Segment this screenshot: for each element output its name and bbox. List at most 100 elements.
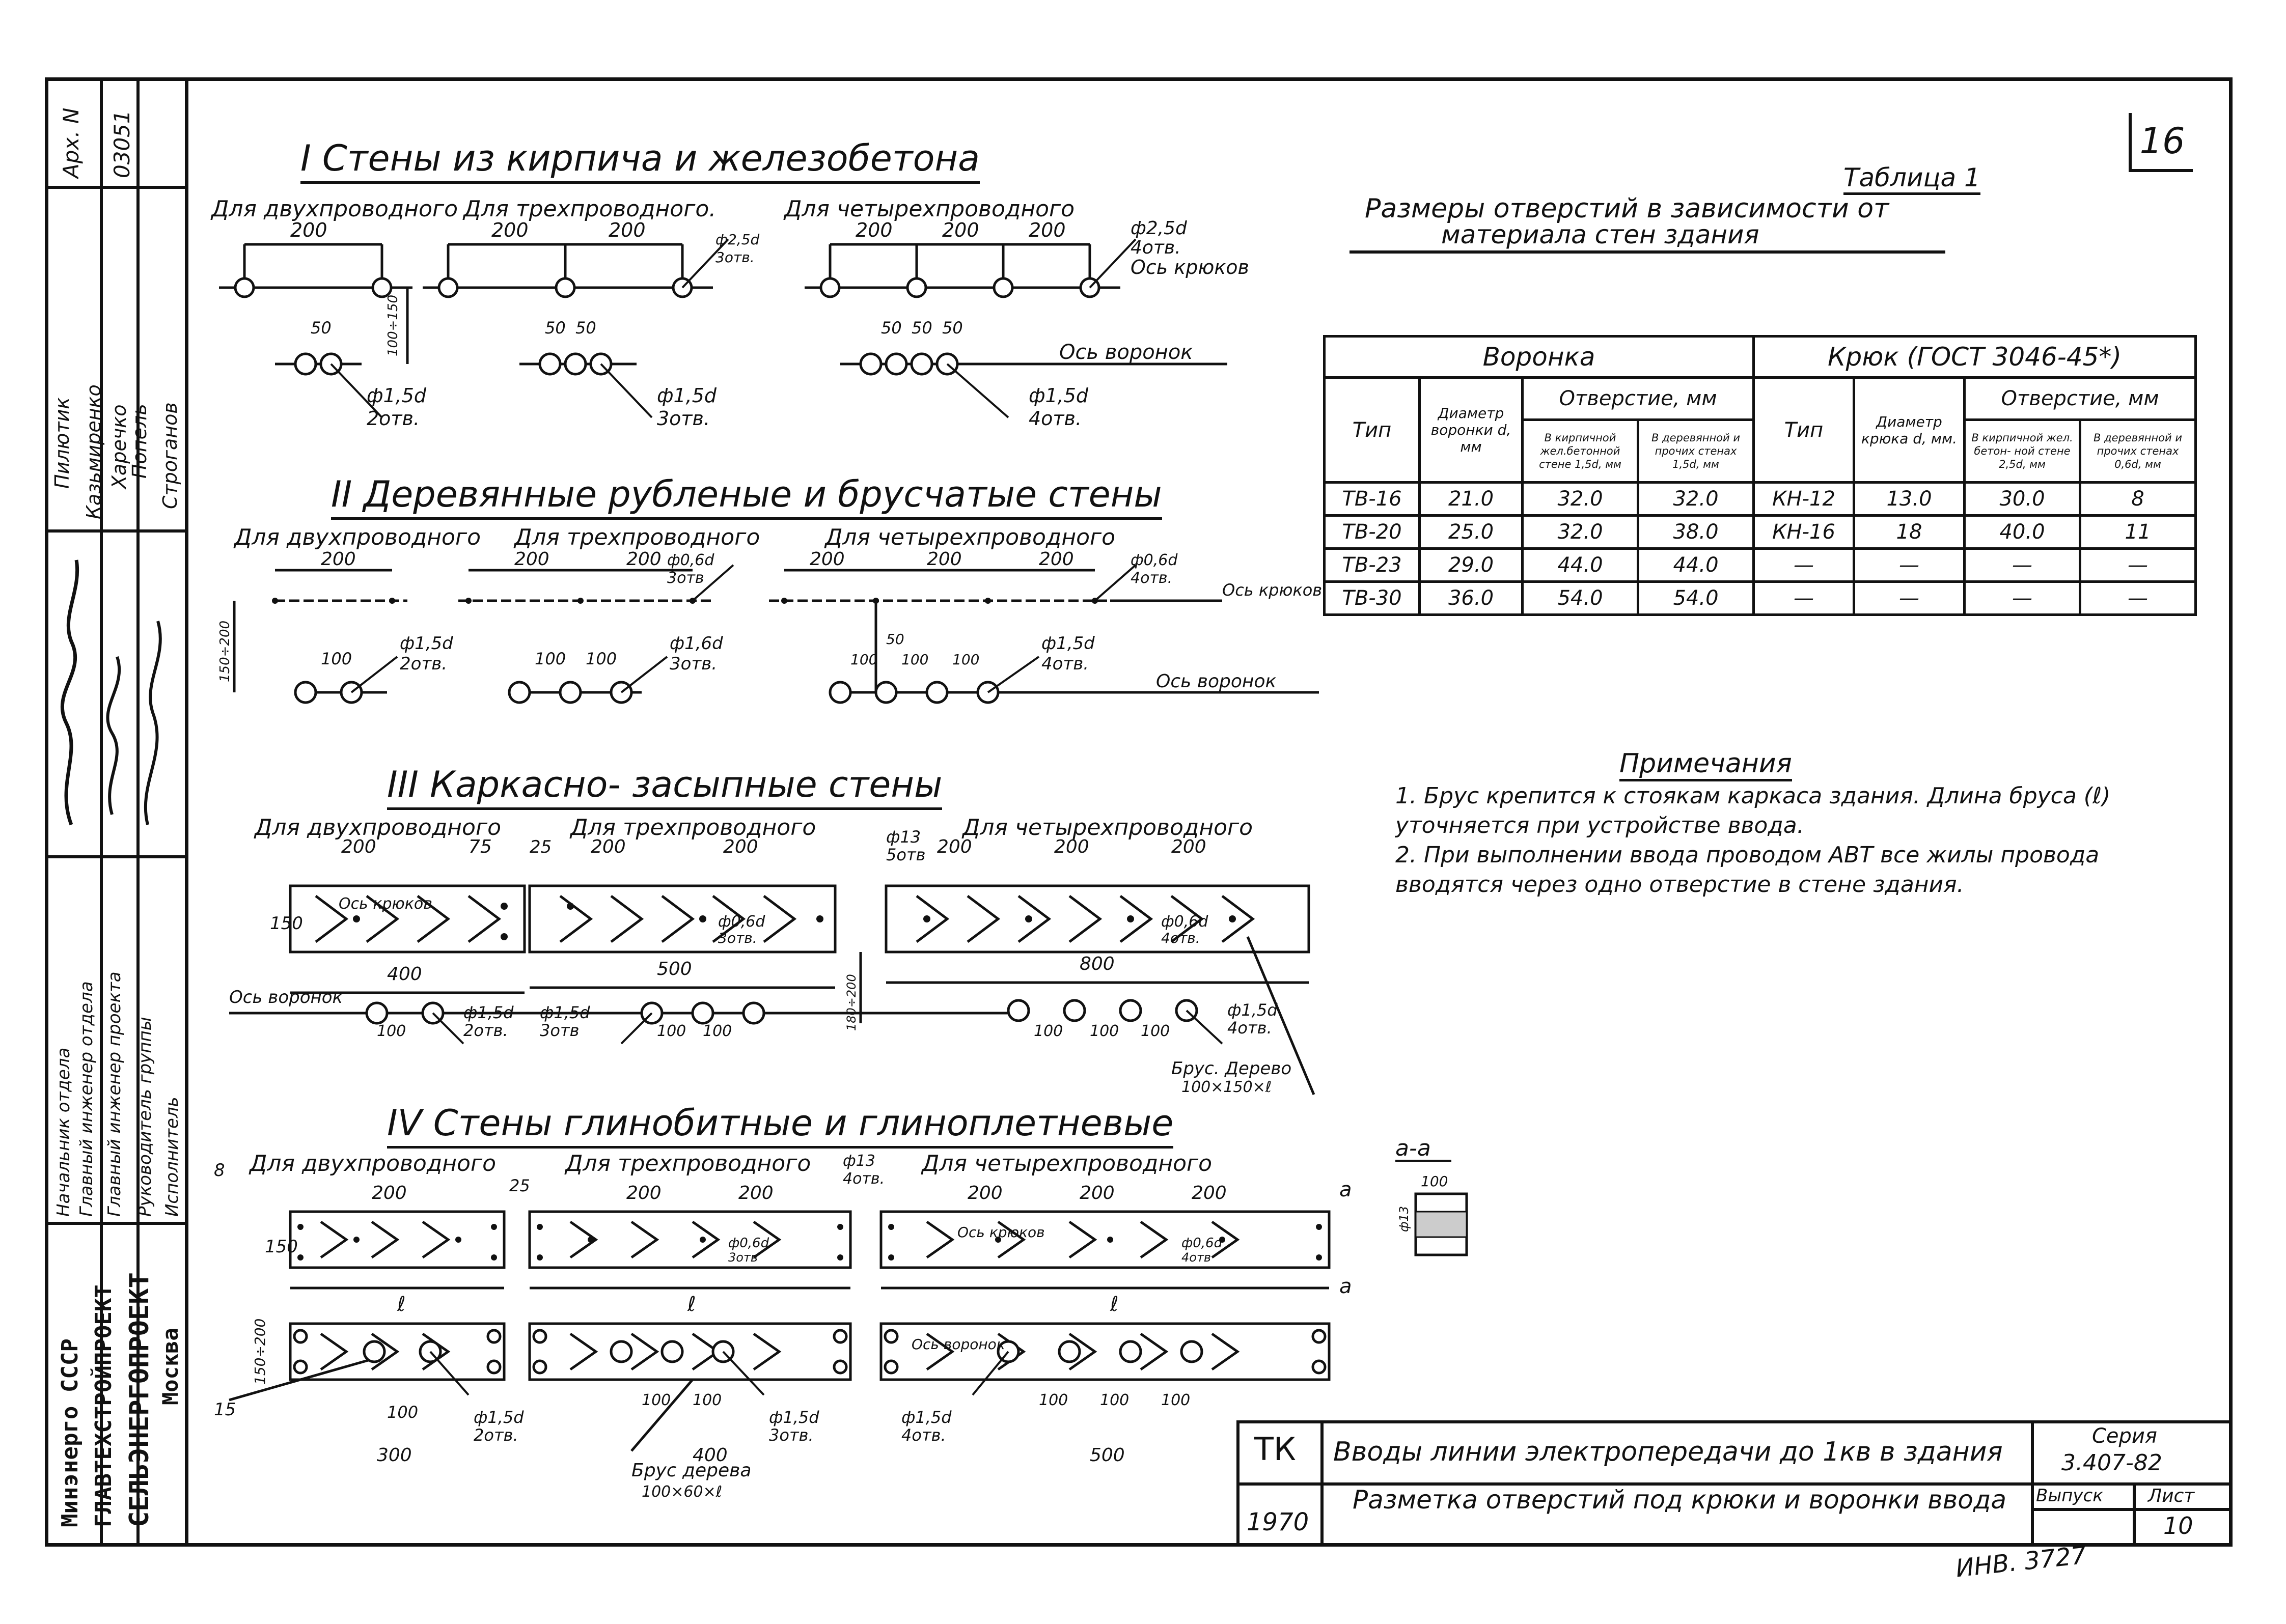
table-col-hook-type: Тип — [1752, 376, 1855, 484]
table-cell: 32.0 — [1637, 481, 1755, 517]
right-hole-label: ф0,6d — [1131, 551, 1178, 569]
dimensions-table: Воронка Крюк (ГОСТ 3046-45*) Тип Диаметр… — [1323, 335, 2197, 616]
dim-label: 200 — [968, 1183, 1003, 1203]
hole-label: ф1,5d — [463, 1003, 514, 1022]
table-cell: — — [1853, 547, 1966, 583]
table-title-1: Размеры отверстий в зависимости от — [1365, 193, 1889, 224]
note-item: 1. Брус крепится к стоякам каркаса здани… — [1395, 783, 2111, 838]
left-stamp-column — [45, 77, 188, 1547]
s2-two-wire-label: Для двухпроводного — [234, 524, 481, 550]
table-cell: 21.0 — [1418, 481, 1524, 517]
hole-count: 3отв — [540, 1021, 579, 1040]
mid-hole-count: 3отв — [728, 1250, 758, 1265]
dim-label: 200 — [1054, 836, 1089, 857]
beam-name: Брус дерева — [631, 1460, 751, 1481]
table-cell: 30.0 — [1963, 481, 2081, 517]
hole-count: 2отв. — [474, 1425, 518, 1445]
notes-body: 1. Брус крепится к стоякам каркаса здани… — [1395, 781, 2149, 900]
dim-label: 100 — [586, 649, 617, 668]
beam-length: 800 — [1080, 954, 1115, 974]
dim-label: 100÷150 — [385, 295, 401, 356]
section-4-title: IV Стены глинобитные и глиноплетневые — [387, 1102, 1174, 1149]
beam-length: 300 — [377, 1445, 412, 1466]
dim-label: 200 — [723, 836, 758, 857]
dim-label: 100 — [1039, 1391, 1068, 1409]
table-col-wood: В деревянной и прочих стенах 1,5d, мм — [1637, 418, 1755, 484]
table-cell: — — [2079, 547, 2197, 583]
title-block: ТК 1970 Вводы линии электропередачи до 1… — [1236, 1420, 2233, 1547]
hole-count: 2отв. — [367, 407, 420, 430]
table-col-hole: Отверстие, мм — [1521, 376, 1755, 421]
dim-label: 100 — [387, 1403, 418, 1422]
beam-length: 400 — [693, 1445, 728, 1466]
org-city: Москва — [158, 1328, 183, 1405]
table-cell: 11 — [2079, 514, 2197, 550]
issue-label: Выпуск — [2036, 1486, 2103, 1506]
dim-label: 150÷200 — [217, 621, 233, 682]
beam-name: Брус. Дерево — [1171, 1058, 1291, 1079]
hole-label: ф1,6d — [670, 633, 723, 654]
dim-label: 200 — [491, 219, 529, 241]
dim-label: 200 — [942, 219, 979, 241]
org-name: ГЛАВТЕХСТРОЙПРОЕКТ — [91, 1284, 117, 1527]
title-block-title-2: Разметка отверстий под крюки и воронки в… — [1352, 1485, 2007, 1515]
dim-mark: 25 — [509, 1176, 530, 1195]
s2-three-wire-label: Для трехпроводного — [514, 524, 760, 550]
s4-three-wire-label: Для трехпроводного — [565, 1151, 811, 1177]
dim-label: 50 — [311, 318, 332, 338]
staff-name: Казьмиренко — [82, 384, 105, 519]
staff-name: Пилютик — [51, 397, 73, 489]
table-col-wood-2: В деревянной и прочих стенах 0,6d, мм — [2079, 418, 2197, 484]
dim-label: 50 — [886, 631, 904, 648]
dim-label: 50 — [881, 318, 902, 338]
archive-label: Арх. N — [59, 107, 84, 178]
staff-name: Попель — [128, 404, 151, 479]
hole-label: ф1,5d — [1041, 633, 1095, 654]
section-height: ф13 — [1397, 1206, 1411, 1232]
mid-hole-label: ф0,6d — [667, 551, 714, 569]
dim-label: 150÷200 — [252, 1319, 268, 1385]
s1-two-wire-label: Для двухпроводного — [211, 196, 458, 222]
side-dim: 75 — [469, 836, 492, 857]
table-cell: ТВ-30 — [1323, 580, 1421, 616]
table-cell: — — [1963, 580, 2081, 616]
table-cell: ТВ-16 — [1323, 481, 1421, 517]
hole-count: 3отв. — [769, 1425, 814, 1445]
table-cell: 54.0 — [1637, 580, 1755, 616]
stamp-role: Главный инженер отдела — [76, 981, 97, 1217]
dim-label: 100 — [952, 651, 979, 668]
dim-label: 200 — [1029, 219, 1066, 241]
table-cell: ТВ-20 — [1323, 514, 1421, 550]
staff-name: Харечко — [108, 404, 130, 489]
section-1-title: I Стены из кирпича и железобетона — [300, 137, 980, 184]
s2-four-wire-label: Для четырехпроводного — [825, 524, 1116, 550]
table-title-2: материала стен здания — [1441, 220, 1759, 249]
hook-hole-count: 4отв. — [1131, 237, 1181, 258]
dim-label: 50 — [942, 318, 963, 338]
table-cell: 13.0 — [1853, 481, 1966, 517]
beam-length: ℓ — [397, 1293, 406, 1316]
funnel-axis-label: Ось воронок — [1156, 671, 1276, 692]
table-cell: — — [1963, 547, 2081, 583]
hole-label: ф1,5d — [901, 1408, 952, 1427]
stamp-divider — [45, 1222, 188, 1225]
dim-label: 100 — [1034, 1022, 1063, 1040]
s4-two-wire-label: Для двухпроводного — [250, 1151, 496, 1177]
stamp-divider — [45, 186, 188, 189]
dim-label: 100 — [321, 649, 352, 668]
table-col-brick: В кирпичной жел.бетонной стене 1,5d, мм — [1521, 418, 1639, 484]
table-cell: 32.0 — [1521, 481, 1639, 517]
dim-label: 100 — [377, 1022, 406, 1040]
table-col-hole-2: Отверстие, мм — [1963, 376, 2197, 421]
hole-count: 4отв. — [1041, 654, 1089, 674]
beam-hole-count: 5отв — [886, 845, 925, 864]
table-cell: КН-16 — [1752, 514, 1855, 550]
org-name: Минэнерго СССР — [57, 1338, 83, 1527]
hole-count: 3отв. — [670, 654, 717, 674]
hole-label: ф1,5d — [657, 384, 717, 407]
dim-label: 200 — [937, 836, 972, 857]
table-cell: 8 — [2079, 481, 2197, 517]
